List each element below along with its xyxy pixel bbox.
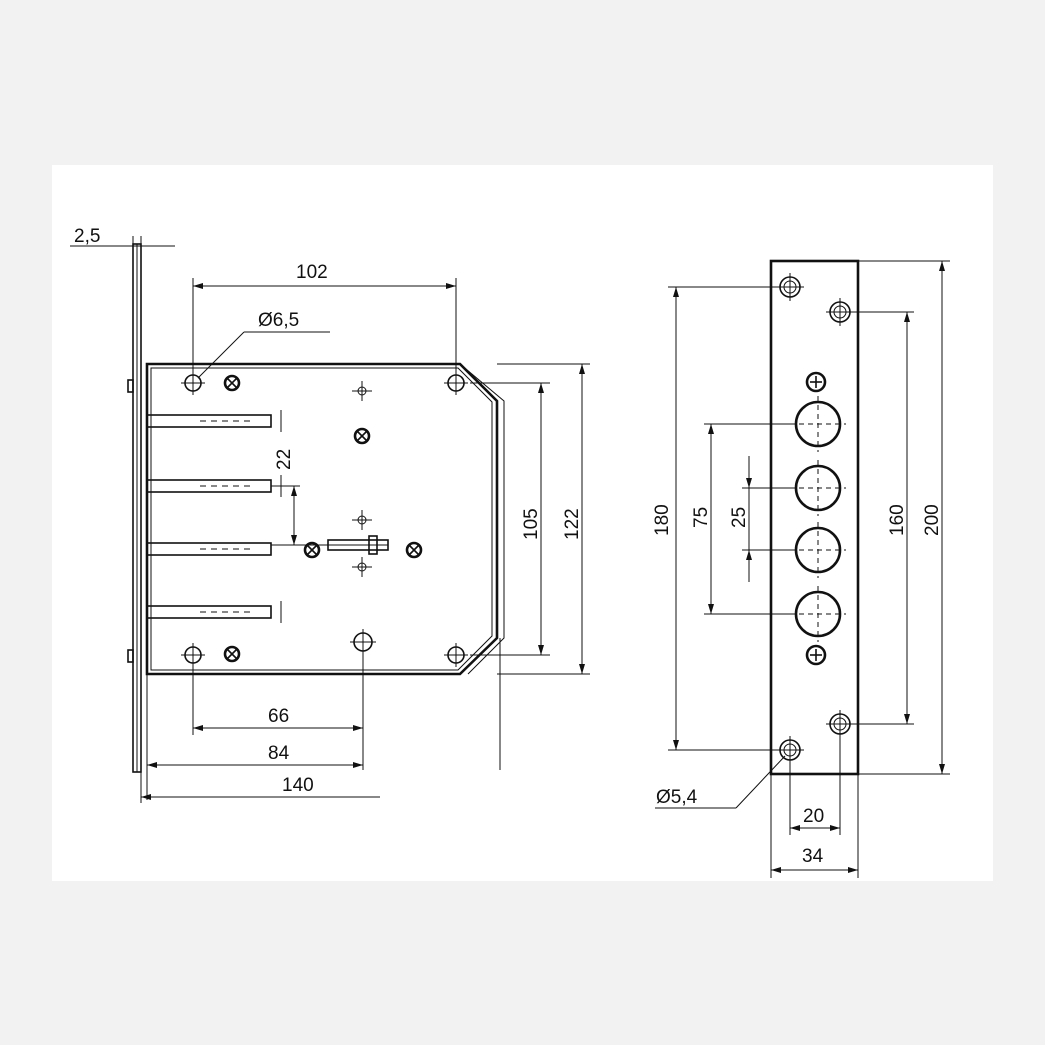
dim-label-faceplate-width: 34 bbox=[802, 846, 824, 867]
dim-label-side-thickness: 2,5 bbox=[74, 226, 100, 247]
dim-label-faceplate-hole-diameter: Ø5,4 bbox=[656, 787, 698, 808]
bolt-1 bbox=[146, 414, 272, 428]
dim-label-bolt-span: 180 bbox=[652, 504, 673, 536]
leader-faceplate-hole-diameter: Ø5,4 bbox=[655, 755, 786, 809]
faceplate-holes bbox=[776, 273, 854, 764]
faceplate-screws bbox=[805, 371, 827, 666]
dim-faceplate-length: 200 bbox=[858, 260, 950, 775]
dim-label-faceplate-hole-spacing: 160 bbox=[887, 504, 908, 536]
dim-faceplate-hole-offset: 20 bbox=[789, 734, 841, 835]
bolt-openings bbox=[790, 396, 846, 642]
faceplate-tab-top bbox=[127, 379, 134, 393]
dim-side-thickness: 2,5 bbox=[70, 226, 175, 260]
dim-label-hole-diameter: Ø6,5 bbox=[258, 310, 299, 331]
lock-body-view: 2,5 102 Ø6,5 22 bbox=[70, 226, 590, 803]
screws bbox=[223, 374, 423, 663]
dim-body-length: 140 bbox=[140, 772, 380, 803]
faceplate-tab-bottom bbox=[127, 649, 134, 663]
dim-bolt-span: 180 bbox=[652, 286, 780, 751]
dim-label-hole-spacing-top: 102 bbox=[296, 262, 328, 283]
dim-spindle-offset: 66 bbox=[192, 655, 364, 770]
bolt-4 bbox=[146, 605, 272, 619]
dim-hole-spacing-top: 102 bbox=[192, 262, 457, 380]
dim-label-body-height: 122 bbox=[562, 508, 583, 540]
dim-label-body-length: 140 bbox=[282, 775, 314, 796]
dim-label-faceplate-length: 200 bbox=[922, 504, 943, 536]
dim-bolt-span-inner: 75 bbox=[691, 423, 796, 615]
bolt-2 bbox=[146, 479, 272, 493]
dim-faceplate-hole-spacing: 160 bbox=[852, 311, 914, 725]
bolt-3 bbox=[146, 542, 272, 556]
lock-body-outline bbox=[145, 362, 499, 676]
dim-label-spindle-offset: 66 bbox=[268, 706, 289, 727]
dim-body-height: 122 bbox=[497, 363, 590, 675]
dim-label-faceplate-hole-offset: 20 bbox=[803, 806, 824, 827]
drawing-sheet bbox=[52, 165, 993, 881]
dim-body-inner-height: 105 bbox=[470, 382, 550, 656]
dim-label-bolt-spacing: 25 bbox=[729, 507, 750, 528]
dim-label-bolt-span-inner: 75 bbox=[691, 507, 712, 528]
dim-label-backset: 84 bbox=[268, 743, 290, 764]
leader-hole-diameter: Ø6,5 bbox=[197, 310, 330, 379]
bolts bbox=[146, 410, 282, 623]
dim-faceplate-width: 34 bbox=[771, 846, 858, 873]
dim-label-body-inner-height: 105 bbox=[521, 508, 542, 540]
dim-bolt-spacing: 25 bbox=[729, 456, 796, 582]
keyhole bbox=[300, 535, 389, 555]
faceplate-outline bbox=[769, 259, 860, 776]
center-marks bbox=[352, 381, 372, 577]
dim-backset: 84 bbox=[146, 674, 363, 800]
dim-bolt-pitch: 22 bbox=[271, 449, 300, 546]
dim-label-bolt-pitch: 22 bbox=[274, 449, 295, 470]
faceplate-view: 180 75 25 160 bbox=[652, 259, 950, 878]
